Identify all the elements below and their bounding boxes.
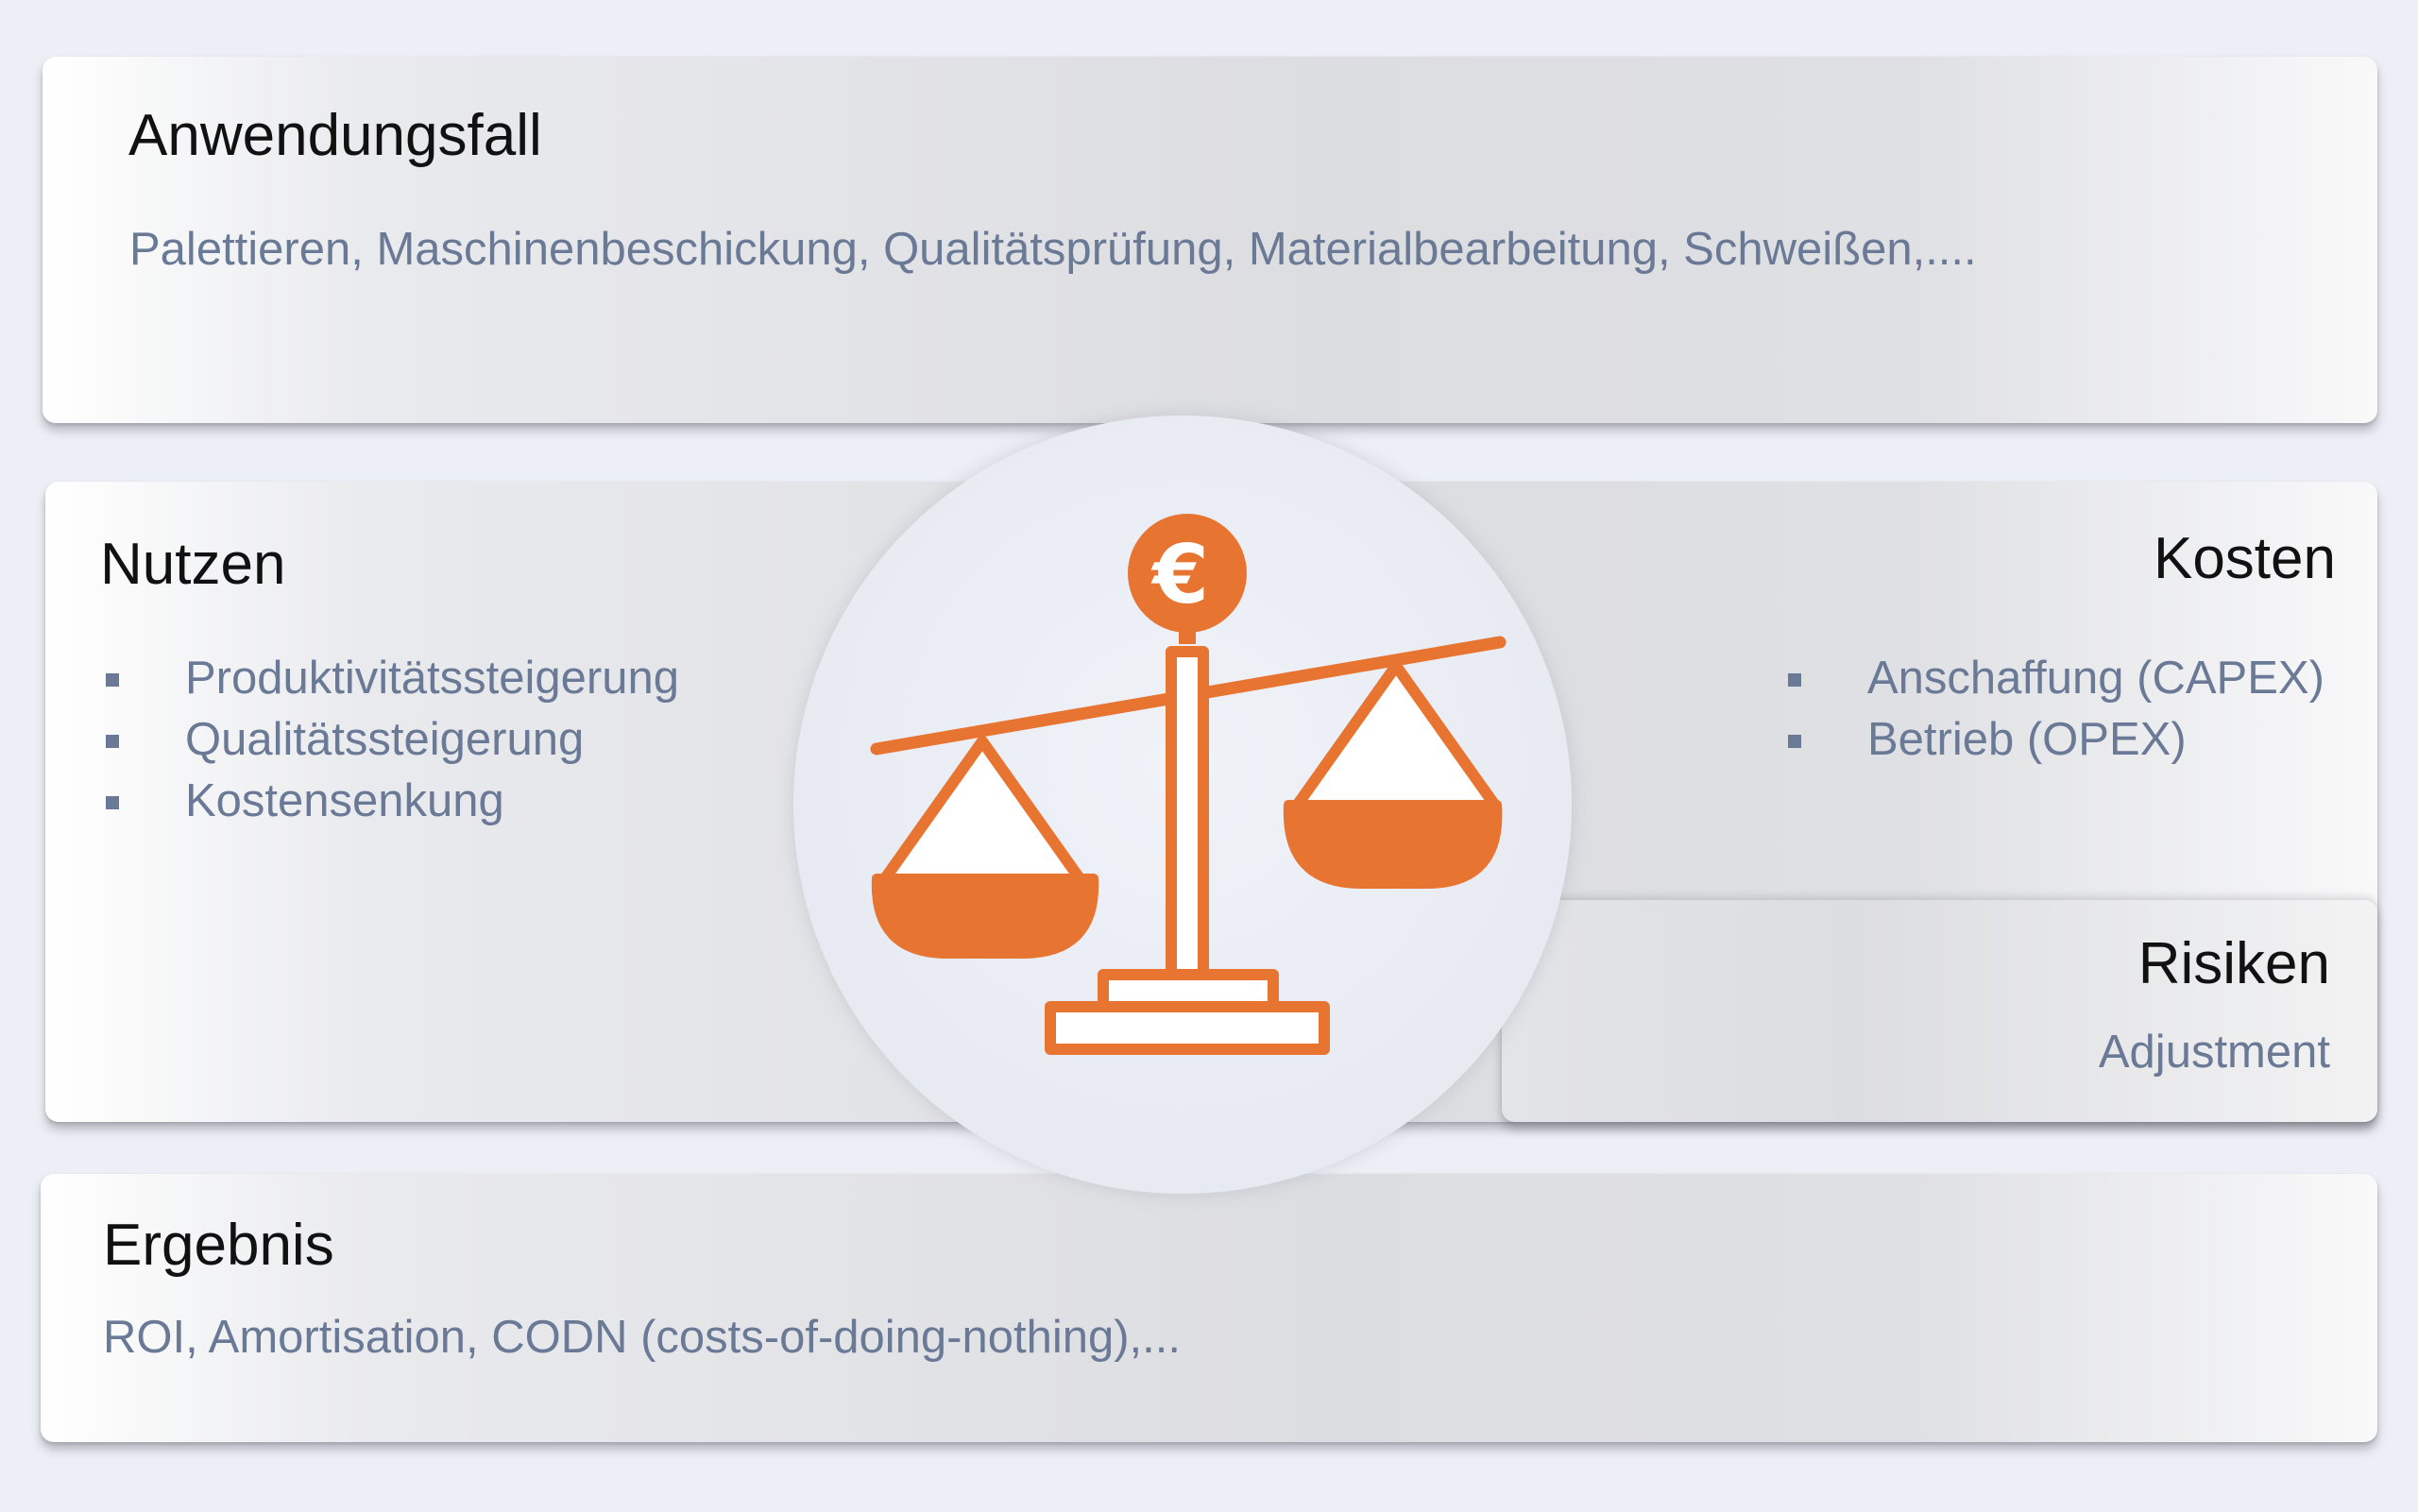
risks-title: Risiken [2137,931,2330,996]
result-title: Ergebnis [103,1213,334,1278]
bullet-square-icon [1788,735,1801,748]
cost-label: Anschaffung (CAPEX) [1867,653,2324,704]
scale-pillar [1166,646,1209,980]
result-text: ROI, Amortisation, CODN (costs-of-doing-… [103,1312,1181,1363]
bullet-square-icon [106,673,119,687]
bullet-square-icon [1788,673,1801,687]
euro-symbol: € [1150,528,1209,622]
use-case-panel: Anwendungsfall Palettieren, Maschinenbes… [43,57,2377,423]
bullet-square-icon [106,735,119,748]
right-pan-bowl [1283,800,1503,889]
right-pan-triangle [1291,660,1501,811]
benefit-label: Qualitätssteigerung [185,714,585,765]
scale-base-bottom [1045,1001,1330,1055]
cost-label: Betrieb (OPEX) [1867,714,2187,765]
left-pan-triangle [877,736,1087,887]
result-panel: Ergebnis ROI, Amortisation, CODN (costs-… [41,1174,2377,1442]
benefits-title: Nutzen [100,532,286,597]
bullet-square-icon [106,796,119,809]
risks-text: Adjustment [2098,1027,2330,1078]
benefit-label: Kostensenkung [185,775,504,826]
use-case-title: Anwendungsfall [128,103,542,168]
benefit-label: Produktivitätssteigerung [185,653,679,704]
left-pan-bowl [871,874,1099,959]
risks-panel: Risiken Adjustment [1502,900,2377,1122]
use-case-text: Palettieren, Maschinenbeschickung, Quali… [129,224,1977,275]
euro-coin-icon [1128,514,1247,633]
costs-title: Kosten [2153,526,2336,591]
